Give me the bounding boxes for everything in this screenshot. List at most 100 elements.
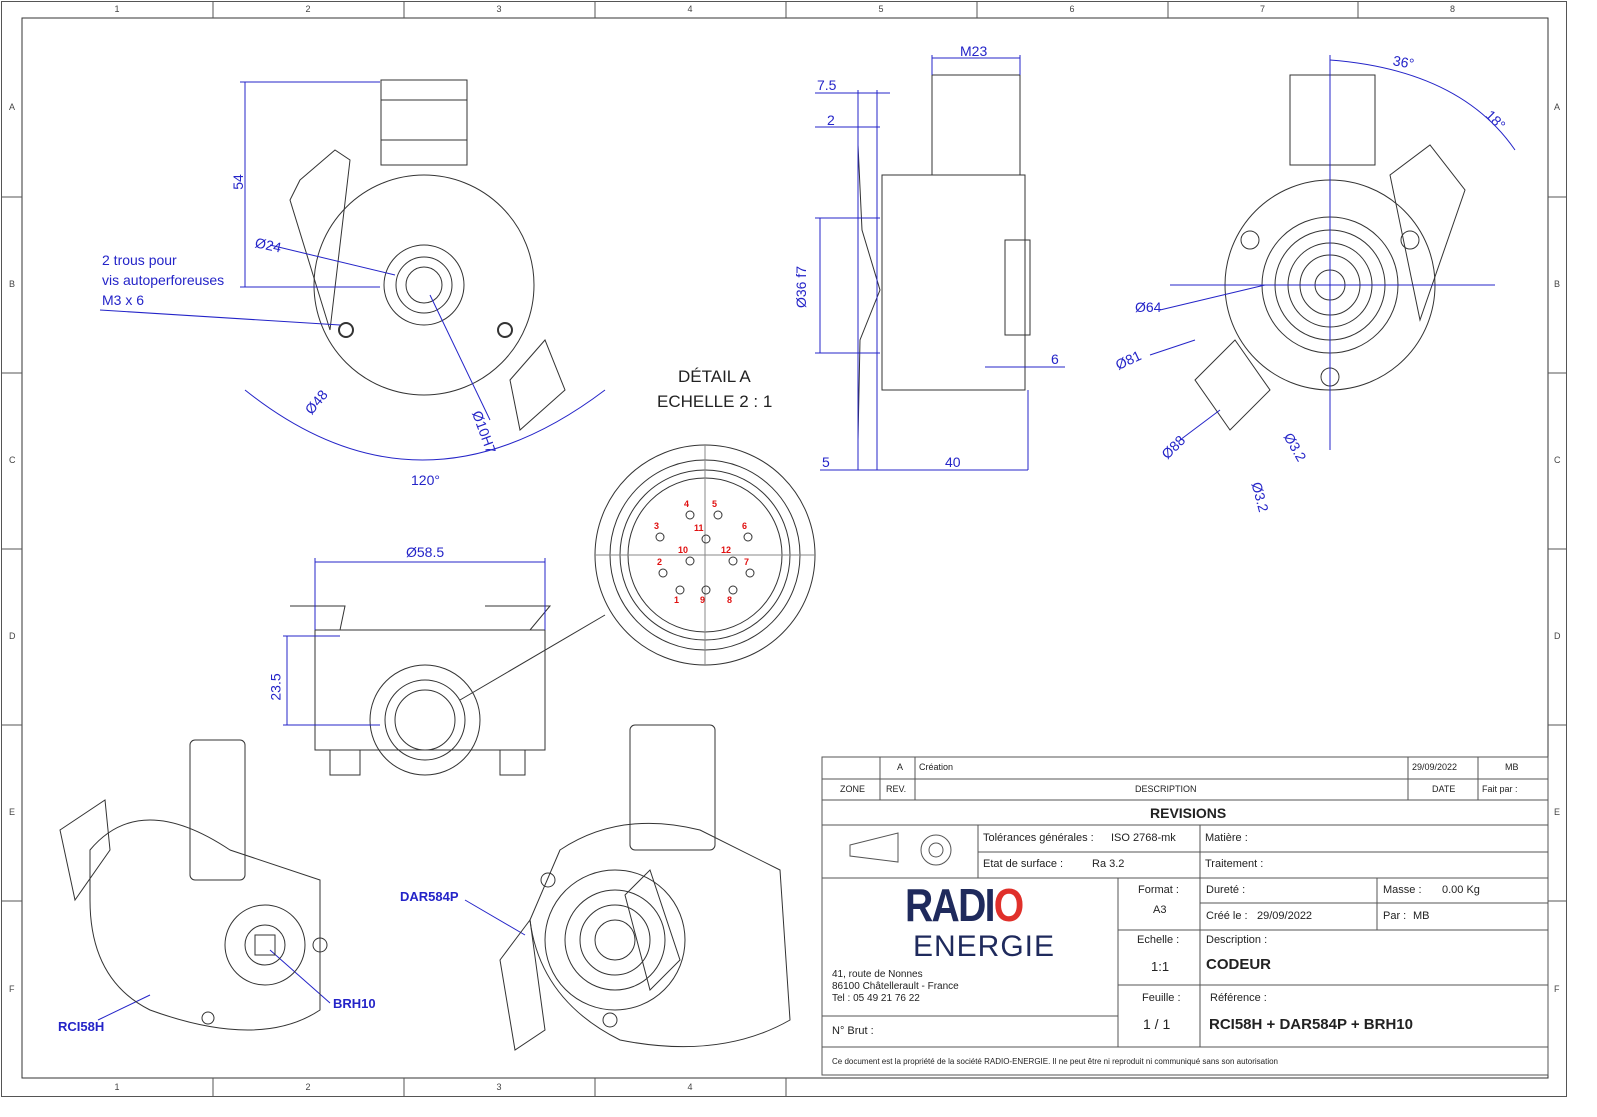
zone-row-left: E [9, 807, 16, 817]
par-label: Par : [1383, 910, 1407, 922]
front-view [289, 79, 566, 431]
dim-m23: M23 [960, 43, 988, 59]
pin-number: 6 [742, 521, 748, 531]
format-label: Format : [1138, 884, 1179, 896]
zone-col-top: 4 [687, 4, 693, 14]
label-brh10: BRH10 [333, 996, 376, 1011]
feuille-label: Feuille : [1142, 992, 1181, 1004]
zone-col-bottom: 3 [496, 1082, 502, 1092]
header-rev: REV. [886, 784, 907, 794]
dim-5: 5 [822, 454, 830, 470]
pin-number: 1 [674, 595, 680, 605]
header-zone: ZONE [840, 784, 866, 794]
zone-row-left: F [9, 983, 15, 994]
property-notice: Ce document est la propriété de la socié… [832, 1057, 1279, 1066]
connector-pin [701, 534, 711, 544]
cree-label: Créé le : [1206, 910, 1248, 922]
surface-label: Etat de surface : [983, 858, 1064, 870]
connector-pin [685, 510, 695, 520]
feuille-value: 1 / 1 [1143, 1016, 1171, 1032]
pin-number: 11 [694, 523, 704, 533]
masse-label: Masse : [1383, 884, 1422, 896]
traitement-label: Traitement : [1205, 858, 1264, 870]
connector-pin [728, 585, 738, 595]
echelle-value: 1:1 [1151, 959, 1170, 974]
header-by: Fait par : [1482, 784, 1518, 794]
dim-d36f7: Ø36 f7 [793, 265, 810, 309]
holes-note-1: 2 trous pour [102, 252, 177, 268]
zone-row-right: B [1554, 279, 1561, 289]
masse-value: 0.00 Kg [1442, 884, 1480, 896]
zone-row-left: B [9, 279, 16, 289]
dim-6: 6 [1051, 351, 1059, 367]
dim-40: 40 [945, 454, 961, 470]
detail-scale: ECHELLE 2 : 1 [657, 392, 773, 411]
pin-number: 3 [654, 521, 660, 531]
connector-pin [713, 510, 723, 520]
header-description: DESCRIPTION [1135, 784, 1197, 794]
dim-7-5: 7.5 [817, 77, 837, 93]
rev-description: Création [919, 762, 954, 772]
zone-col-bottom: 4 [687, 1082, 693, 1092]
reference-label: Référence : [1210, 992, 1267, 1004]
surface-value: Ra 3.2 [1092, 858, 1125, 870]
matiere-label: Matière : [1205, 832, 1248, 844]
connector-pin [728, 556, 738, 566]
zone-col-top: 1 [114, 4, 120, 14]
zone-row-right: D [1554, 631, 1561, 641]
rev-letter: A [897, 762, 904, 772]
address-line-1: 41, route de Nonnes [832, 969, 923, 980]
dim-2: 2 [827, 112, 835, 128]
iso-view-dar584p [499, 724, 791, 1051]
cree-value: 29/09/2022 [1257, 910, 1313, 922]
zone-row-left: D [9, 631, 16, 641]
connector-pin [743, 532, 753, 542]
zone-col-top: 7 [1260, 4, 1266, 14]
pin-number: 7 [744, 557, 750, 567]
par-value: MB [1413, 910, 1430, 922]
zone-col-top: 5 [878, 4, 884, 14]
description-value: CODEUR [1206, 956, 1272, 973]
title-block-lines [821, 756, 1549, 1076]
reference-value: RCI58H + DAR584P + BRH10 [1209, 1016, 1413, 1033]
connector-pin [655, 532, 665, 542]
pin-number: 5 [712, 499, 718, 509]
zone-row-right: C [1554, 455, 1561, 465]
durete-label: Dureté : [1206, 884, 1246, 896]
dim-54: 54 [229, 174, 246, 190]
rev-by: MB [1505, 762, 1519, 772]
revisions-title: REVISIONS [1150, 805, 1227, 821]
pin-number: 2 [657, 557, 663, 567]
address-phone: Tel : 05 49 21 76 22 [832, 993, 920, 1004]
zone-row-right: A [1554, 101, 1561, 112]
label-rci58h: RCI58H [58, 1019, 105, 1034]
pin-number: 4 [684, 499, 690, 509]
connector-pin [675, 585, 685, 595]
logo-energie: ENERGIE [913, 930, 1056, 963]
dim-d64: Ø64 [1135, 299, 1162, 315]
rev-date: 29/09/2022 [1412, 762, 1458, 772]
zone-col-top: 6 [1069, 4, 1075, 14]
dim-d58-5: Ø58.5 [406, 544, 445, 560]
holes-note-2: vis autoperforeuses [102, 272, 225, 288]
top-view [290, 605, 552, 776]
description-label: Description : [1206, 934, 1268, 946]
dim-36deg: 36° [1391, 52, 1416, 72]
brut-label: N° Brut : [832, 1025, 874, 1037]
echelle-label: Echelle : [1137, 934, 1180, 946]
zone-row-left: C [9, 455, 16, 465]
zone-col-top: 3 [496, 4, 502, 14]
tolerances-value: ISO 2768-mk [1111, 832, 1176, 844]
detail-title: DÉTAIL A [678, 367, 751, 386]
zone-col-top: 8 [1450, 4, 1456, 14]
pin-number: 9 [700, 595, 706, 605]
zone-col-top: 2 [305, 4, 311, 14]
connector-pin [658, 568, 668, 578]
iso-view-rci58h [59, 739, 328, 1031]
zone-row-left: A [9, 101, 16, 112]
label-dar584p: DAR584P [400, 889, 459, 904]
zone-row-right: E [1554, 807, 1561, 817]
zone-col-bottom: 1 [114, 1082, 120, 1092]
header-date: DATE [1432, 784, 1456, 794]
